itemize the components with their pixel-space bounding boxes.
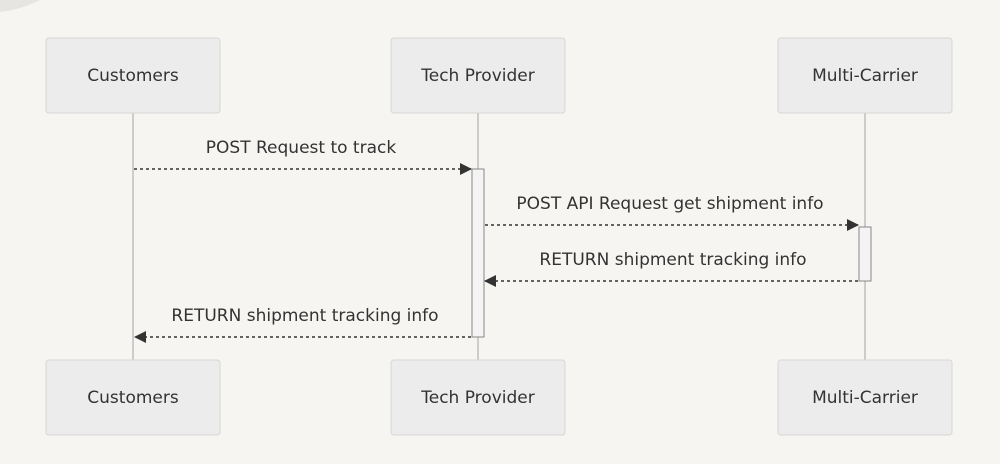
actor-customers-bottom: Customers	[45, 359, 221, 436]
message-post-api-request-label: POST API Request get shipment info	[516, 194, 823, 214]
actor-tech-provider-top: Tech Provider	[390, 37, 566, 114]
actor-tech-provider-bottom: Tech Provider	[390, 359, 566, 436]
message-post-request-to-track-label: POST Request to track	[206, 138, 397, 158]
actor-multi-carrier-bottom: Multi-Carrier	[777, 359, 953, 436]
message-post-request-to-track: POST Request to track	[134, 138, 472, 175]
message-post-api-request: POST API Request get shipment info	[485, 194, 859, 231]
actor-customers-bottom-label: Customers	[87, 388, 179, 408]
message-return-tracking-to-customers: RETURN shipment tracking info	[134, 306, 471, 343]
message-return-tracking-from-carrier-label: RETURN shipment tracking info	[539, 250, 806, 270]
message-return-tracking-from-carrier: RETURN shipment tracking info	[484, 250, 858, 287]
actor-customers-top-label: Customers	[87, 66, 179, 86]
actor-customers-top: Customers	[45, 37, 221, 114]
activation-tech-provider	[471, 168, 485, 338]
actor-tech-provider-bottom-label: Tech Provider	[420, 388, 534, 408]
activation-multi-carrier	[858, 226, 872, 282]
message-return-tracking-to-customers-label: RETURN shipment tracking info	[171, 306, 438, 326]
corner-shading	[0, 0, 40, 12]
actor-multi-carrier-bottom-label: Multi-Carrier	[812, 388, 918, 408]
actor-multi-carrier-top-label: Multi-Carrier	[812, 66, 918, 86]
actor-tech-provider-top-label: Tech Provider	[420, 66, 534, 86]
actor-multi-carrier-top: Multi-Carrier	[777, 37, 953, 114]
